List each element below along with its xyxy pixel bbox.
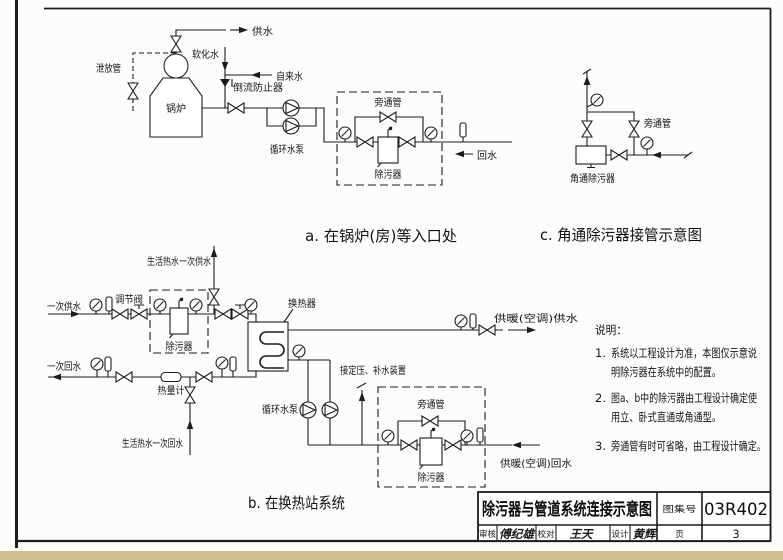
label-separator-b2: 除污器 (418, 471, 445, 484)
label-dhw-return: 生活热水一次回水 (122, 437, 183, 450)
label-heat-exchanger: 换热器 (288, 297, 316, 310)
page-label: 页 (675, 530, 684, 540)
label-separator-b1: 除污器 (166, 340, 193, 353)
label-drain-pipe: 泄放管 (96, 62, 121, 75)
label-separator-a: 除污器 (375, 168, 402, 181)
note-3-line1: 旁通管有时可省略，由工程设计确定。 (611, 439, 766, 453)
gauge-icons-a (338, 122, 467, 142)
thermometer-icon (459, 122, 467, 138)
label-dhw-supply: 生活热水一次供水 (147, 255, 211, 268)
designer-name: 黄辉 (633, 527, 658, 541)
dirt-separator-b2 (377, 386, 486, 488)
label-supply-water: 供水 (252, 25, 273, 38)
boiler-symbol (149, 53, 203, 138)
note-1-num: 1. (595, 346, 606, 360)
label-bypass-a: 旁通管 (375, 96, 402, 109)
angle-separator-box (575, 145, 607, 165)
title-block: 除污器与管道系统连接示意图 图集号 03R402 审核 傅纪雄 校对 王天 设计… (477, 491, 772, 542)
note-1-line2: 明除污器在系统中的配置。 (611, 365, 721, 379)
dirt-separator-a (336, 91, 443, 186)
label-boiler: 锅炉 (166, 103, 186, 115)
note-2-line2: 用立、卧式直通或角通型。 (611, 410, 721, 424)
label-primary-supply: 一次供水 (47, 300, 81, 313)
caption-c: c. 角通除污器接管示意图 (540, 226, 702, 244)
reviewer-name: 傅纪雄 (499, 527, 536, 541)
gauge-icons-b (89, 296, 484, 445)
label-softened-water: 软化水 (192, 48, 219, 61)
caption-b: b. 在换热站系统 (248, 494, 345, 512)
diagram-c: 旁通管 角通除污器 c. 角通除污器接管示意图 (540, 68, 702, 244)
gauge-icons-c (590, 93, 654, 155)
label-regulating-valve: 调节阀 (115, 293, 143, 306)
label-backflow-preventer: 倒流防止器 (233, 81, 283, 94)
caption-a: a. 在锅炉(房)等入口处 (305, 227, 457, 245)
notes-heading: 说明： (595, 323, 627, 337)
backflow-preventer-icon (220, 79, 233, 87)
valve-icons-b (111, 288, 496, 451)
label-heating-supply: 供暖(空调)供水 (494, 312, 578, 325)
label-return-water-a: 回水 (477, 150, 497, 162)
heat-exchanger-icon (247, 308, 294, 372)
label-heating-return: 供暖(空调)回水 (500, 457, 572, 470)
label-bypass-b: 旁通管 (418, 398, 445, 411)
atlas-number: 03R402 (704, 500, 768, 519)
label-circulation-pump-b: 循环水泵 (262, 403, 298, 416)
pump-icons-b (299, 401, 339, 419)
dirt-separator-b1 (149, 289, 209, 354)
checker-label: 校对 (538, 529, 555, 540)
label-pressure-makeup: 接定压、补水装置 (340, 364, 406, 377)
note-3-num: 3. (595, 439, 606, 453)
reviewer-label: 审核 (479, 529, 496, 540)
note-2-line1: 图a、b中的除污器由工程设计确定使 (611, 391, 757, 405)
heat-meter-icon (160, 371, 182, 383)
scan-edge-strip (0, 551, 783, 560)
label-bypass-c: 旁通管 (644, 117, 671, 130)
label-circulation-pump-a: 循环水泵 (270, 143, 304, 156)
atlas-label: 图集号 (663, 504, 697, 515)
diagram-b: 生活热水一次供水 一次供水 调节阀 除污器 换热器 供暖(空调)供水 接定压、补… (47, 246, 578, 512)
vent-icon (388, 126, 393, 131)
note-1-line1: 系统以工程设计为准，本图仅示意说 (611, 346, 757, 360)
valve-icons-a (127, 35, 416, 148)
drawing-title: 除污器与管道系统连接示意图 (482, 499, 652, 520)
checker-name: 王天 (570, 527, 594, 541)
label-heat-meter: 热量计 (158, 384, 185, 397)
diagram-a: 供水 泄放管 软化水 自来水 倒流防止器 锅炉 循环水泵 旁通管 除污器 回水 … (96, 25, 512, 245)
page-number: 3 (732, 527, 739, 541)
label-angle-separator: 角通除污器 (570, 172, 615, 185)
label-tap-water: 自来水 (276, 70, 303, 83)
valve-icons-c (581, 120, 640, 161)
notes-block: 说明： 1. 系统以工程设计为准，本图仅示意说 明除污器在系统中的配置。 2. … (595, 323, 766, 453)
pump-icons-a (282, 99, 300, 135)
label-primary-return: 一次回水 (47, 360, 81, 373)
note-2-num: 2. (595, 391, 606, 405)
designer-label: 设计 (612, 529, 629, 540)
